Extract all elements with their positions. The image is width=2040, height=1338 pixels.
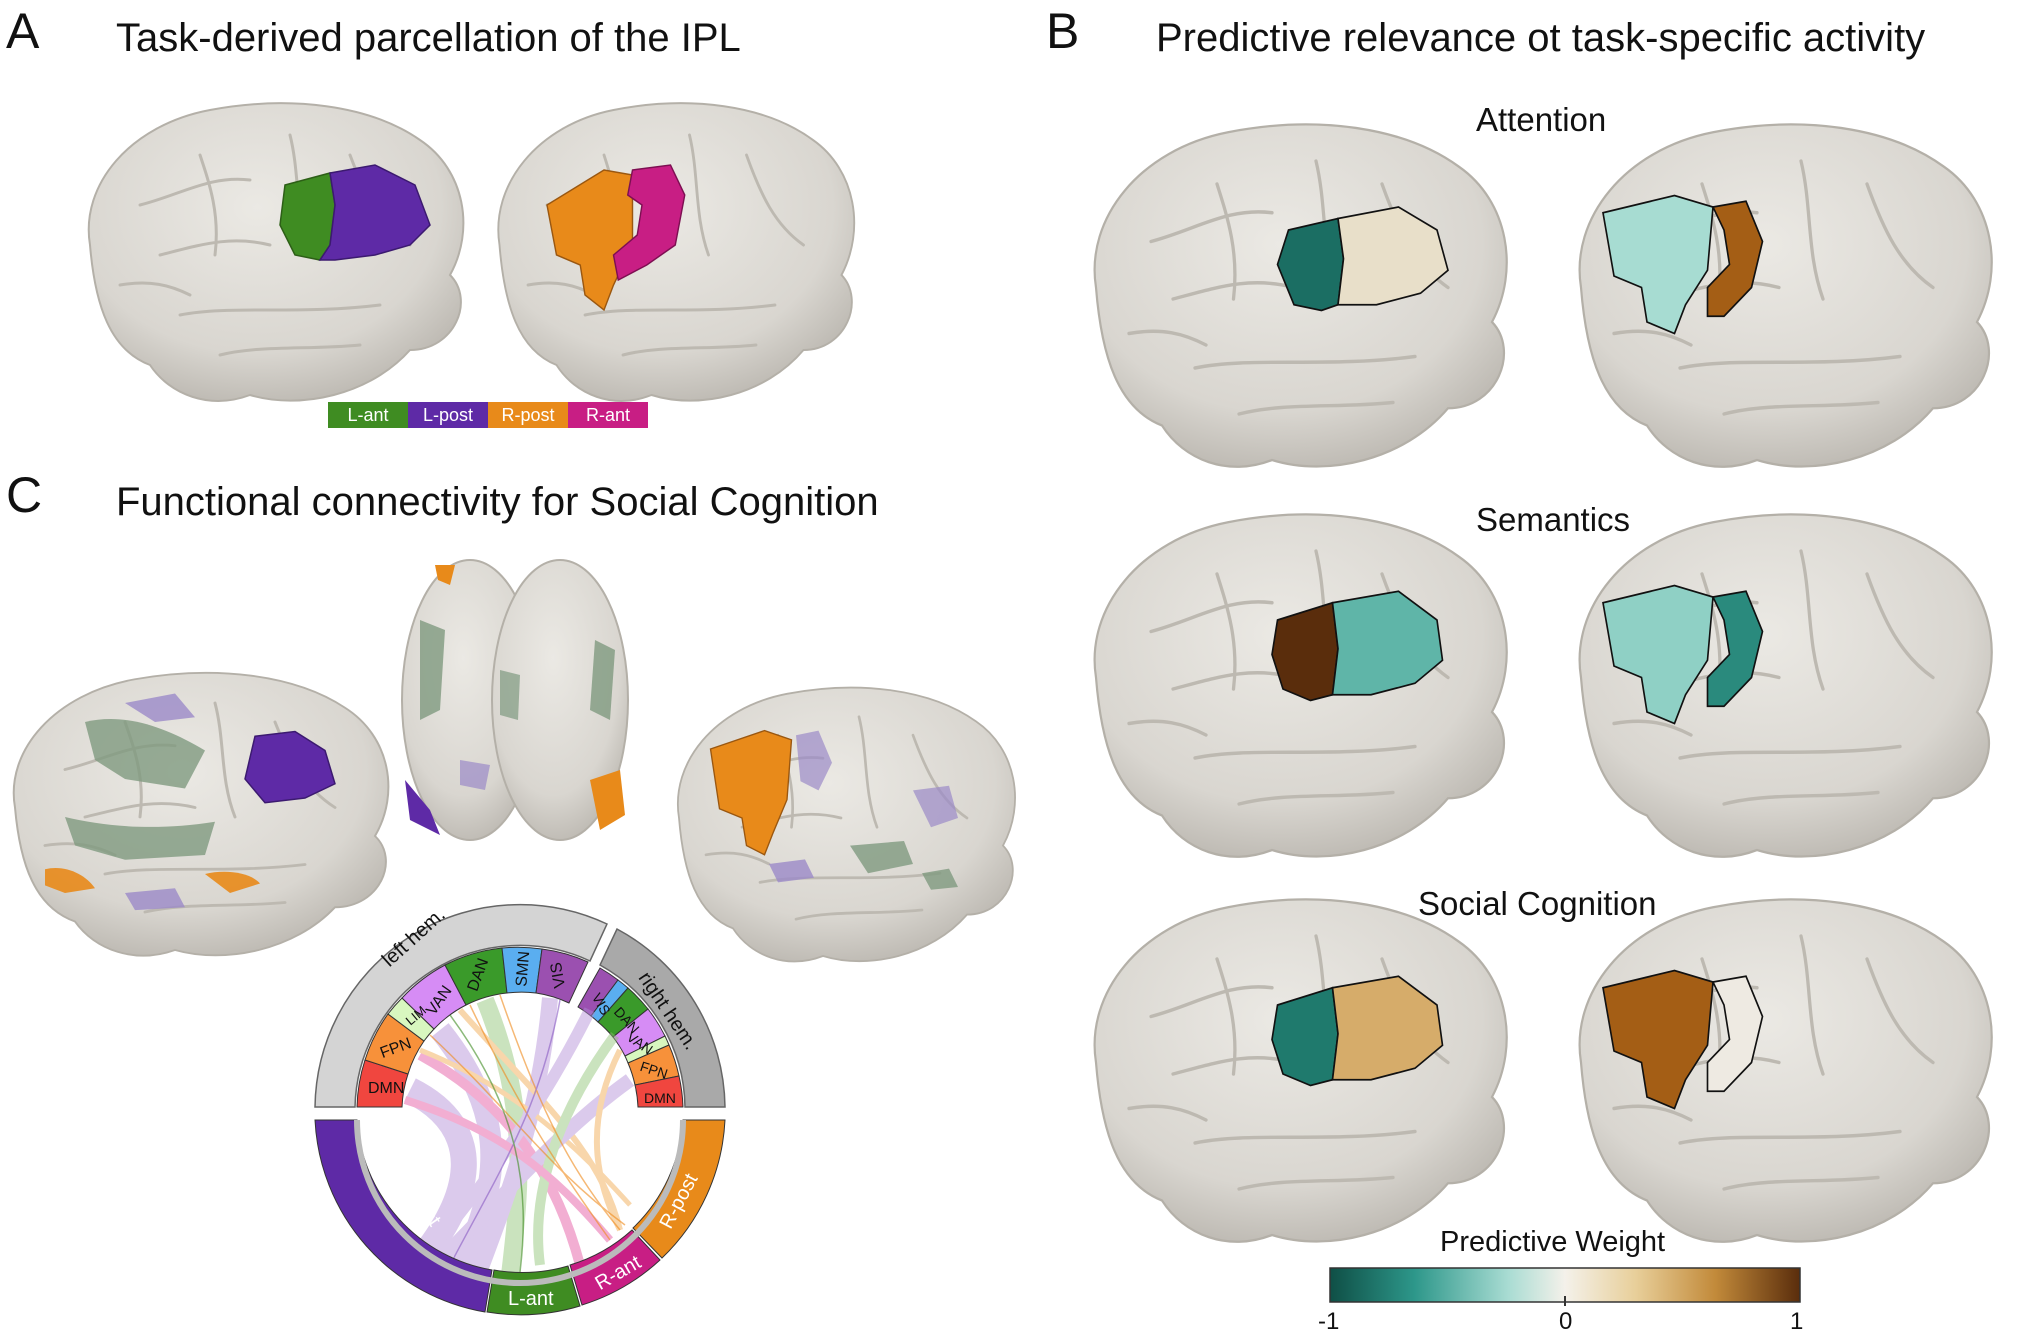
attention-l-post	[1337, 206, 1449, 306]
chord-seed-r-ant: R-ant	[591, 1251, 645, 1295]
chord-left-dan: DAN	[464, 956, 493, 994]
panel-c-right-lateral-brain	[676, 686, 1017, 963]
semantics-r-post	[1602, 584, 1714, 725]
legend-l-post: L-post	[408, 402, 488, 428]
panel-a-title: Task-derived parcellation of the IPL	[116, 16, 741, 60]
left-hem-arc	[314, 903, 608, 1108]
chord-left-fpn: FPN	[377, 1035, 414, 1062]
legend-r-ant: R-ant	[568, 402, 648, 428]
social-r-post	[1602, 969, 1714, 1110]
attention-r-ant	[1706, 200, 1764, 318]
colorbar	[1329, 1267, 1801, 1303]
colorbar-title: Predictive Weight	[1440, 1226, 1666, 1258]
chord-right-fpn: FPN	[638, 1058, 670, 1082]
r-post-region	[546, 169, 634, 312]
panel-a-legend: L-ant L-post R-post R-ant	[328, 402, 648, 428]
chord-ribbons	[403, 996, 635, 1277]
l-post-region	[318, 164, 431, 261]
r-ant-region	[612, 164, 686, 282]
semantics-label: Semantics	[1476, 501, 1631, 538]
social-left-brain	[1092, 897, 1509, 1244]
social-right-brain	[1577, 897, 1994, 1244]
attention-left-brain	[1092, 122, 1509, 469]
chord-seed-r-post: R-post	[655, 1170, 703, 1233]
panel-a-right-brain	[496, 101, 856, 403]
attention-label: Attention	[1476, 101, 1607, 138]
panel-c-top-brain	[401, 559, 629, 841]
panel-a-left-brain	[87, 101, 465, 403]
panel-c-letter: C	[6, 467, 43, 523]
legend-r-post: R-post	[488, 402, 568, 428]
chord-seed-l-post: L-post	[395, 1172, 446, 1231]
panel-c-title: Functional connectivity for Social Cogni…	[116, 480, 879, 524]
social-l-post	[1331, 975, 1444, 1081]
social-l-ant	[1271, 986, 1339, 1087]
attention-l-ant	[1276, 217, 1345, 312]
seed-l-post-arc	[314, 1119, 493, 1313]
panel-c-left-lateral-brain	[12, 671, 390, 958]
chord-left-dmn: DMN	[368, 1080, 405, 1097]
social-cognition-label: Social Cognition	[1418, 885, 1657, 922]
l-ant-region	[279, 172, 336, 261]
c-r-post-region	[709, 729, 793, 856]
legend-l-ant: L-ant	[328, 402, 408, 428]
panel-b-title: Predictive relevance ot task-specific ac…	[1156, 16, 1926, 60]
attention-right-brain	[1577, 122, 1994, 469]
semantics-l-post	[1331, 590, 1444, 696]
chord-left-hem-label: left hem.	[378, 903, 450, 972]
semantics-left-brain	[1092, 512, 1509, 859]
chord-seed-l-ant: L-ant	[508, 1288, 554, 1310]
chord-right-van: VAN	[623, 1028, 656, 1058]
colorbar-tick-max: 1	[1790, 1308, 1804, 1335]
semantics-right-brain	[1577, 512, 1994, 859]
c-l-post-region	[244, 730, 336, 804]
attention-r-post	[1602, 194, 1714, 335]
chord-left-vis: VIS	[547, 960, 570, 990]
colorbar-tick-mid: 0	[1559, 1308, 1573, 1335]
semantics-l-ant	[1271, 601, 1339, 702]
panel-b-letter: B	[1046, 3, 1080, 59]
panel-a-letter: A	[6, 3, 40, 59]
semantics-r-ant	[1706, 590, 1764, 708]
chord-left-smn: SMN	[513, 950, 534, 988]
chord-right-dmn: DMN	[644, 1090, 676, 1106]
colorbar-tick-min: -1	[1318, 1308, 1340, 1335]
social-r-ant	[1706, 975, 1764, 1093]
